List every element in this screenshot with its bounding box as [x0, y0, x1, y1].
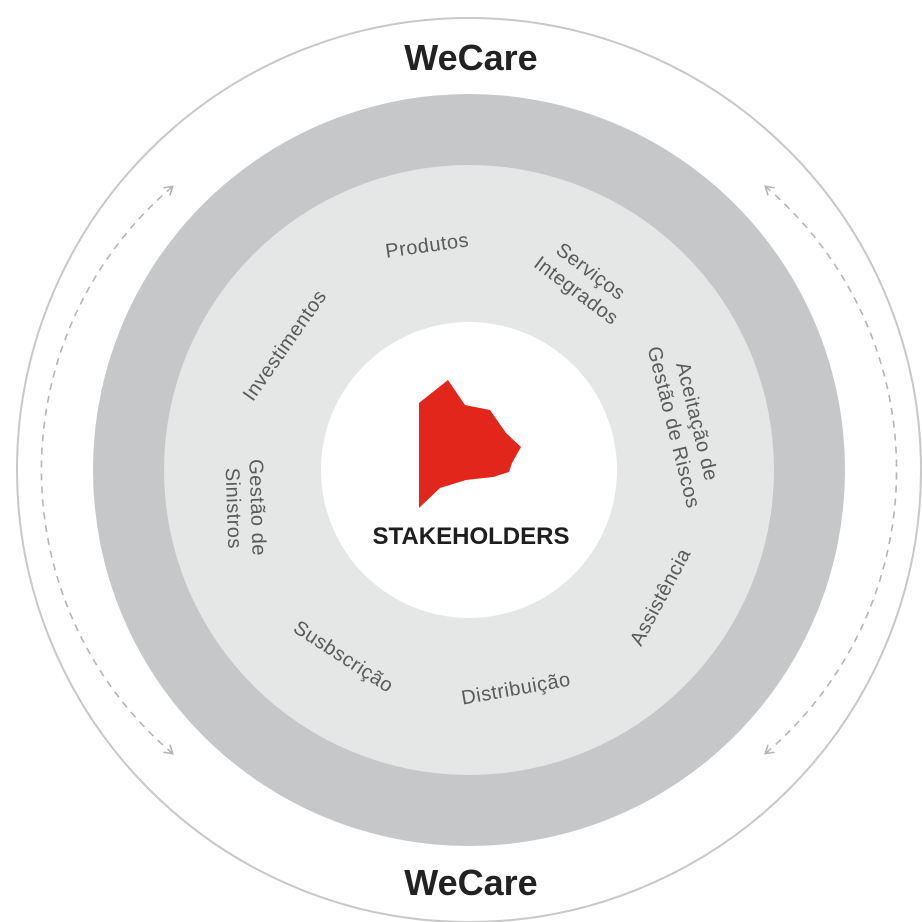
segment-sinistros-line2: Sinistros — [221, 467, 246, 549]
segment-sinistros-line1: Gestão de — [244, 459, 269, 557]
center-label: STAKEHOLDERS — [373, 523, 570, 550]
dashed-arrow-right-up-icon — [764, 185, 898, 754]
brand-bottom: WeCare — [404, 862, 537, 903]
segment-gestao-sinistros: Gestão de Sinistros — [221, 459, 270, 557]
dashed-arrow-left-down-icon — [40, 186, 174, 755]
stakeholder-logo-icon — [419, 380, 521, 508]
brand-top: WeCare — [404, 37, 537, 78]
